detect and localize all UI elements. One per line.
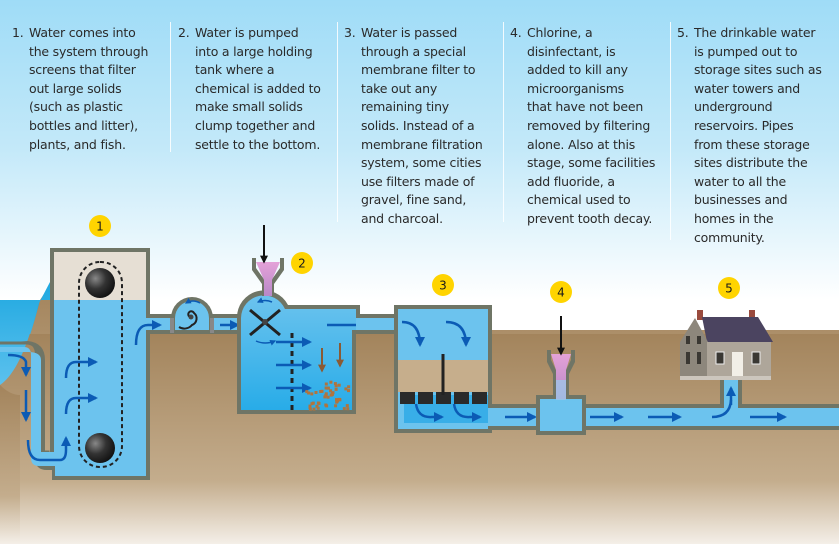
membrane-cartridge <box>436 392 451 404</box>
door <box>732 352 743 376</box>
chimney <box>697 310 703 320</box>
sediment-particle <box>314 391 318 394</box>
sediment-particles <box>305 380 351 411</box>
membrane-cartridge <box>400 392 415 404</box>
sediment-particle <box>334 404 338 408</box>
divider <box>503 22 504 222</box>
step-2-number: 2. <box>178 25 190 40</box>
membrane-cartridge <box>418 392 433 404</box>
badge-1: 1 <box>89 215 111 237</box>
svg-text:5: 5 <box>725 282 733 296</box>
sediment-particle <box>329 380 333 384</box>
sediment-particle <box>342 407 346 411</box>
sediment-particle <box>336 399 340 403</box>
sediment-particle <box>329 389 333 393</box>
badge-5: 5 <box>718 277 740 299</box>
badge-4: 4 <box>550 281 572 303</box>
sediment-particle <box>324 392 328 396</box>
screen-belt <box>78 261 123 468</box>
divider <box>337 22 338 222</box>
step-5-description: 5. The drinkable water is pumped out to … <box>677 24 822 247</box>
sediment-particle <box>326 395 330 399</box>
step-5-text: The drinkable water is pumped out to sto… <box>694 25 822 245</box>
sediment-particle <box>347 389 350 393</box>
step-5-number: 5. <box>677 25 689 40</box>
step-4-description: 4. Chlorine, a disinfectant, is added to… <box>510 24 655 229</box>
sediment-particle <box>312 407 316 411</box>
roof <box>702 317 773 342</box>
sediment-particle <box>337 397 341 401</box>
intake-screen-tank <box>0 248 150 480</box>
membrane-cartridge <box>454 392 469 404</box>
step-3-number: 3. <box>344 25 356 40</box>
sediment-particle <box>337 383 341 387</box>
sediment-particle <box>315 404 319 408</box>
screen-roller-top <box>85 268 115 298</box>
step-3-description: 3. Water is passed through a special mem… <box>344 24 483 229</box>
sediment-particle <box>333 382 337 386</box>
badge-2: 2 <box>291 252 313 274</box>
sediment-particle <box>316 406 320 410</box>
step-1-number: 1. <box>12 25 24 40</box>
sediment-particle <box>346 407 350 411</box>
sediment-particle <box>334 387 338 391</box>
sediment-particle <box>325 404 329 408</box>
sediment-particle <box>325 386 329 390</box>
sediment-particle <box>345 404 349 408</box>
sediment-particle <box>307 391 311 395</box>
step-3-text: Water is passed through a special membra… <box>361 25 483 226</box>
svg-text:1: 1 <box>96 220 104 234</box>
svg-text:4: 4 <box>557 286 565 300</box>
badge-3: 3 <box>432 274 454 296</box>
step-2-description: 2. Water is pumped into a large holding … <box>178 24 321 154</box>
step-1-description: 1. Water comes into the system through s… <box>12 24 148 154</box>
sediment-particle <box>344 387 348 391</box>
screen-roller-bottom <box>85 433 115 463</box>
sediment-particle <box>310 402 314 406</box>
step-4-number: 4. <box>510 25 522 40</box>
step-1-text: Water comes into the system through scre… <box>29 25 149 152</box>
sediment-particle <box>347 385 351 389</box>
sediment-particle <box>334 384 338 388</box>
pump-impeller-icon <box>178 310 198 330</box>
membrane-cartridge <box>472 392 487 404</box>
sediment-particle <box>324 393 328 397</box>
divider <box>670 22 671 240</box>
pump <box>170 297 214 334</box>
sediment-particle <box>308 405 312 409</box>
sediment-particle <box>316 401 320 405</box>
house <box>680 310 773 419</box>
chlorine-injection <box>536 316 586 435</box>
chemical-inlet <box>256 262 280 296</box>
membrane-cartridges <box>400 392 487 404</box>
sediment-particle <box>305 390 309 394</box>
membrane-filter-tank <box>394 305 492 433</box>
svg-text:3: 3 <box>439 279 447 293</box>
svg-text:2: 2 <box>298 257 306 271</box>
step-4-text: Chlorine, a disinfectant, is added to ki… <box>527 25 656 226</box>
sediment-particle <box>324 382 328 386</box>
step-2-text: Water is pumped into a large holding tan… <box>195 25 321 152</box>
divider <box>170 22 171 152</box>
sediment-particle <box>330 393 334 397</box>
sediment-particle <box>308 407 312 411</box>
sediment-particle <box>319 390 323 393</box>
sediment-particle <box>310 392 314 396</box>
